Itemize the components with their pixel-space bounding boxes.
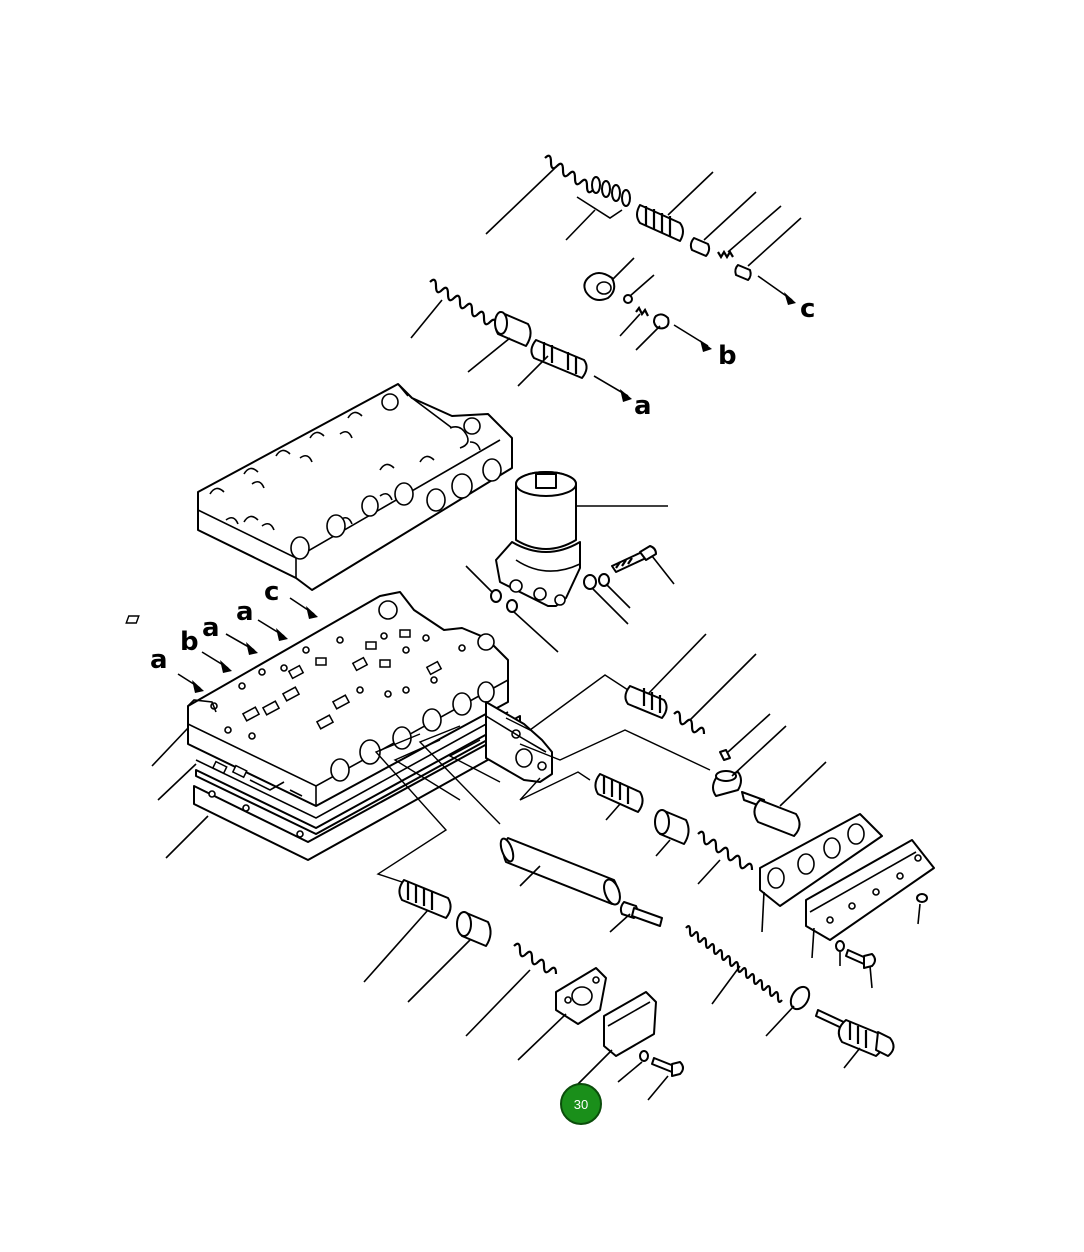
pin-right — [719, 713, 771, 761]
bolt-right-cover — [835, 893, 928, 989]
cover-lower — [577, 991, 657, 1085]
ref-label-a-top: a — [634, 391, 652, 421]
callout-number: 30 — [574, 1097, 588, 1112]
sleeve-mid — [467, 311, 532, 373]
spring-right-2 — [697, 830, 754, 885]
pipe-tube — [499, 837, 621, 906]
ref-label-b-top: b — [718, 341, 737, 371]
piston-right — [741, 761, 827, 837]
ref-label-c-left: c — [264, 577, 279, 607]
body-leader-lines — [151, 727, 209, 859]
internal-routing-lines — [374, 674, 711, 885]
pressure-switch — [815, 1009, 895, 1069]
side-cover-gasket — [485, 701, 553, 783]
ref-label-b-left: b — [180, 627, 199, 657]
plug-right — [712, 725, 787, 797]
gasket-lower — [517, 967, 607, 1061]
spool-right-1 — [624, 633, 707, 719]
washers-top — [565, 176, 631, 241]
spool-right-2 — [594, 773, 644, 821]
sleeve-lower-left — [407, 911, 492, 1003]
separator-plate — [195, 711, 521, 835]
sleeve-right — [654, 809, 690, 857]
cover-right — [805, 839, 935, 959]
reference-arrows-main-body — [177, 597, 318, 693]
spool-lower-left — [363, 879, 452, 983]
small-spool-lower — [609, 901, 663, 933]
plug-small — [583, 257, 712, 352]
spring-top-left — [485, 154, 594, 235]
spring-lower-mid — [465, 942, 558, 1037]
callout-badge-30[interactable]: 30 — [560, 1083, 602, 1125]
solenoid-valve — [495, 471, 668, 607]
o-ring-lower — [765, 985, 811, 1037]
bolt-lower-cover — [617, 1050, 684, 1101]
solenoid-bolt — [583, 545, 675, 625]
upper-valve-body — [197, 383, 513, 591]
spool-top — [636, 171, 714, 242]
ref-label-a-left-2: a — [202, 613, 220, 643]
ref-label-c-top: c — [800, 294, 815, 324]
ref-label-a-left-3: a — [236, 597, 254, 627]
ref-label-a-left-1: a — [150, 645, 168, 675]
small-spring-top — [689, 191, 802, 305]
o-rings-solenoid — [465, 565, 559, 653]
long-spring — [685, 925, 783, 1005]
spring-mid-left — [410, 278, 498, 339]
spring-right-1 — [673, 653, 757, 735]
main-valve-body — [125, 591, 509, 807]
gasket-right — [759, 813, 883, 933]
spool-mid — [517, 339, 632, 402]
